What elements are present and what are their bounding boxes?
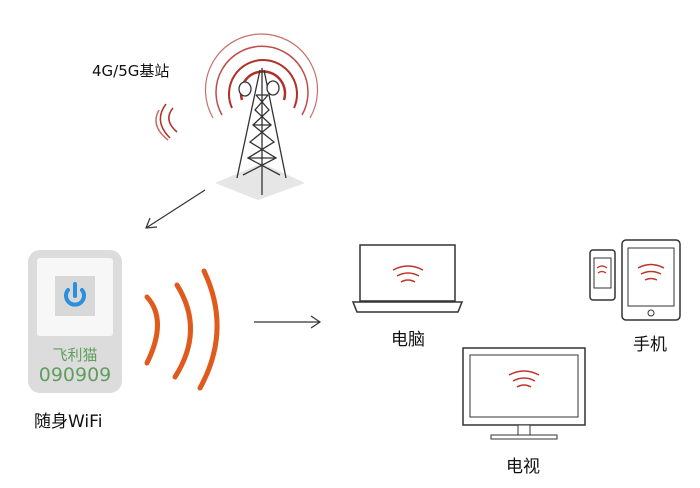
phone-label: 手机 <box>633 335 667 355</box>
tv-label: 电视 <box>506 457 540 477</box>
arrow-device-to-clients <box>254 315 322 329</box>
device-code: 090909 <box>38 364 112 386</box>
portable-wifi-device <box>28 250 122 393</box>
tablet-icon <box>621 239 681 321</box>
device-brand: 飞利猫 <box>52 346 98 364</box>
phone-icon <box>589 249 616 301</box>
wifi-broadcast-waves <box>144 268 220 391</box>
incoming-signal-icon <box>155 103 178 141</box>
arrow-tower-to-device <box>145 189 206 229</box>
tv-icon <box>462 347 586 440</box>
laptop-label: 电脑 <box>391 330 425 350</box>
laptop-icon <box>351 244 464 313</box>
wifi-device-label: 随身WiFi <box>34 412 103 432</box>
tower-ground-shadow <box>215 163 305 200</box>
cell-tower-icon <box>236 68 287 195</box>
base-station-label: 4G/5G基站 <box>92 62 170 80</box>
power-icon <box>64 282 86 307</box>
